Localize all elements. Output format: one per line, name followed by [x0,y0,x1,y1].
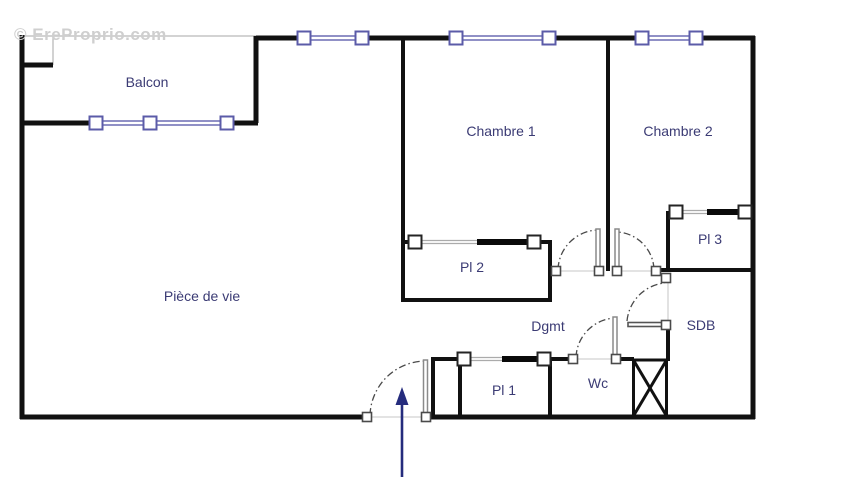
door-strike-icon [660,272,672,284]
window-chambre2-top [634,30,704,46]
room-label-piece-de-vie: Pièce de vie [164,288,240,304]
window-post-icon [219,115,235,131]
room-label-wc: Wc [588,375,608,391]
room-label-pl-3: Pl 3 [698,231,722,247]
balcony-railing [22,35,256,65]
door-strike-icon [567,353,579,365]
outer-walls [19,35,756,420]
window-post-icon [354,30,370,46]
slide-post-icon [407,234,423,250]
window-post-icon [634,30,650,46]
door-hinge-icon [420,411,432,423]
watermark-text: © EreProprio.com [14,25,167,44]
room-label-balcon: Balcon [126,74,169,90]
slide-post-icon [526,234,542,250]
room-label-sdb: SDB [687,317,716,333]
room-label-pl-1: Pl 1 [492,382,516,398]
interior-walls [401,38,755,417]
window-post-icon [688,30,704,46]
window-living-top [296,30,370,46]
window-post-icon [88,115,104,131]
room-label-chambre-2: Chambre 2 [643,123,712,139]
sliding-door-pl2 [407,234,542,250]
duct-icon [632,358,668,418]
window-balcony [88,115,235,131]
room-label-chambre-1: Chambre 1 [466,123,535,139]
window-post-icon [142,115,158,131]
entrance-arrow-icon [395,387,409,477]
room-labels: Balcon Pièce de vie Chambre 1 Chambre 2 … [126,74,723,398]
sliding-door-pl1 [456,351,552,367]
door-hinge-icon [610,353,622,365]
window-post-icon [448,30,464,46]
sliding-door-pl3 [668,204,753,220]
door-strike-icon [361,411,373,423]
door-sdb [626,272,672,331]
door-hinge-icon [593,265,605,277]
slide-post-icon [737,204,753,220]
slide-post-icon [536,351,552,367]
slide-post-icon [456,351,472,367]
window-post-icon [541,30,557,46]
slide-post-icon [668,204,684,220]
room-label-pl-2: Pl 2 [460,259,484,275]
door-chambre1 [550,228,605,277]
door-hinge-icon [660,319,672,331]
window-post-icon [296,30,312,46]
door-chambre2 [611,228,662,277]
door-strike-icon [650,265,662,277]
room-label-dgmt: Dgmt [531,318,565,334]
door-entrance [361,359,432,423]
door-wc [567,316,622,365]
window-chambre1-top [448,30,557,46]
door-hinge-icon [611,265,623,277]
door-strike-icon [550,265,562,277]
